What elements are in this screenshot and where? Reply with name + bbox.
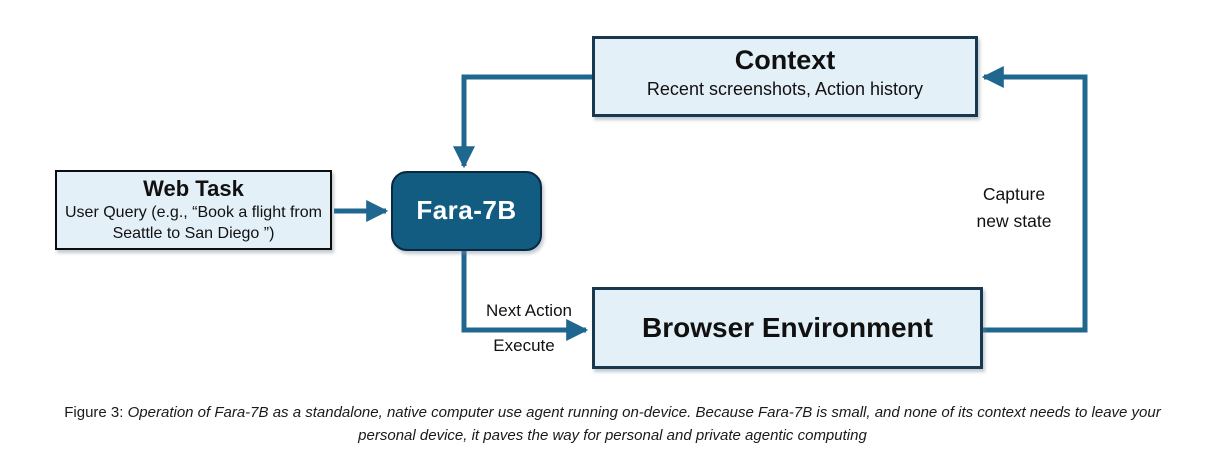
capture-new-state-label: Capture new state (953, 181, 1075, 235)
web-task-title: Web Task (143, 176, 244, 201)
browser-environment-box: Browser Environment (592, 287, 983, 369)
fara-7b-node: Fara-7B (391, 171, 542, 251)
context-box: Context Recent screenshots, Action histo… (592, 36, 978, 117)
figure-caption-text: Operation of Fara-7B as a standalone, na… (127, 404, 1161, 444)
arrow-context-to-fara (452, 74, 592, 169)
web-task-box: Web Task User Query (e.g., “Book a fligh… (55, 170, 332, 250)
context-subtitle: Recent screenshots, Action history (646, 79, 924, 100)
figure-caption: Figure 3: Operation of Fara-7B as a stan… (0, 402, 1225, 447)
capture-line2: new state (976, 211, 1052, 231)
fara-7b-label: Fara-7B (416, 195, 517, 226)
web-task-subtitle: User Query (e.g., “Book a flight from Se… (65, 204, 322, 243)
context-title: Context (734, 45, 836, 75)
execute-label: Execute (493, 336, 555, 355)
capture-line1: Capture (982, 184, 1046, 204)
browser-environment-title: Browser Environment (642, 311, 933, 343)
figure-caption-prefix: Figure 3: (64, 404, 128, 421)
next-action-label: Next Action (486, 301, 572, 320)
